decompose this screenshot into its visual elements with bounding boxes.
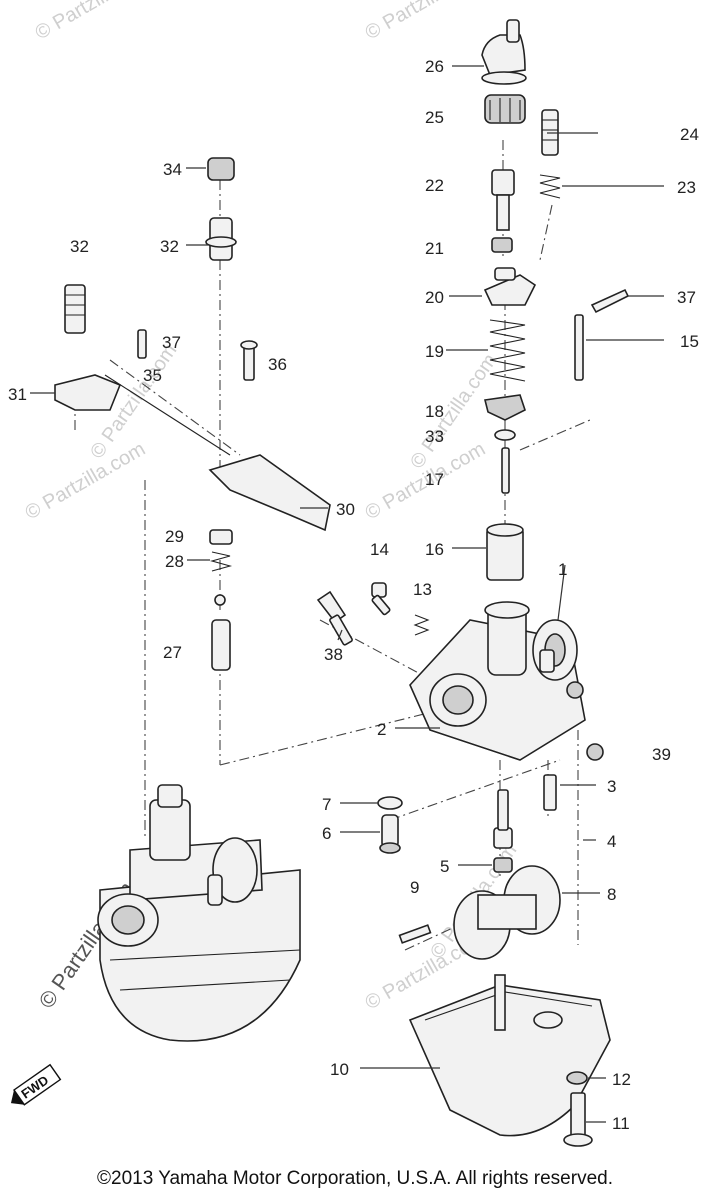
callout-37-top: 37 <box>677 288 696 307</box>
callout-14: 14 <box>370 540 389 559</box>
callout-37-left: 37 <box>162 333 181 352</box>
callout-numbers: 26 25 24 22 23 21 20 37 15 19 18 33 17 1… <box>8 57 699 1133</box>
callout-11: 11 <box>612 1114 630 1133</box>
callout-30: 30 <box>336 500 355 519</box>
callout-12: 12 <box>612 1070 631 1089</box>
callout-5: 5 <box>440 857 449 876</box>
float <box>398 865 561 960</box>
callout-18: 18 <box>425 402 444 421</box>
callout-29: 29 <box>165 527 184 546</box>
callout-15: 15 <box>680 332 699 351</box>
callout-35: 35 <box>143 366 162 385</box>
fwd-direction-badge: FWD <box>10 1063 62 1106</box>
callout-36: 36 <box>268 355 287 374</box>
callout-9: 9 <box>410 878 419 897</box>
callout-26: 26 <box>425 57 444 76</box>
callout-31: 31 <box>8 385 27 404</box>
callout-32-left: 32 <box>70 237 89 256</box>
watermark: © Partzilla.com <box>32 0 160 44</box>
callout-39: 39 <box>652 745 671 764</box>
callout-19: 19 <box>425 342 444 361</box>
callout-3: 3 <box>607 777 616 796</box>
callout-8: 8 <box>607 885 616 904</box>
callout-4: 4 <box>607 832 616 851</box>
carburetor-assembly-reference <box>97 784 301 1042</box>
watermark: © Partzilla.com <box>362 0 490 44</box>
callout-25: 25 <box>425 108 444 127</box>
callout-28: 28 <box>165 552 184 571</box>
callout-16: 16 <box>425 540 444 559</box>
callout-2: 2 <box>377 720 386 739</box>
callout-10: 10 <box>330 1060 349 1079</box>
callout-20: 20 <box>425 288 444 307</box>
callout-6: 6 <box>322 824 331 843</box>
callout-27: 27 <box>163 643 182 662</box>
callout-34: 34 <box>163 160 182 179</box>
callout-17: 17 <box>425 470 444 489</box>
callout-21: 21 <box>425 239 444 258</box>
callout-7: 7 <box>322 795 331 814</box>
callout-33: 33 <box>425 427 444 446</box>
component-parts <box>54 19 630 1147</box>
callout-23: 23 <box>677 178 696 197</box>
callout-22: 22 <box>425 176 444 195</box>
callout-32-right: 32 <box>160 237 179 256</box>
callout-1: 1 <box>558 560 567 579</box>
callout-38: 38 <box>324 645 343 664</box>
leader-lines <box>30 65 664 1123</box>
copyright-notice: ©2013 Yamaha Motor Corporation, U.S.A. A… <box>97 1168 613 1189</box>
callout-13: 13 <box>413 580 432 599</box>
callout-24: 24 <box>680 125 699 144</box>
float-bowl <box>408 974 611 1137</box>
carburetor-body <box>409 601 586 761</box>
